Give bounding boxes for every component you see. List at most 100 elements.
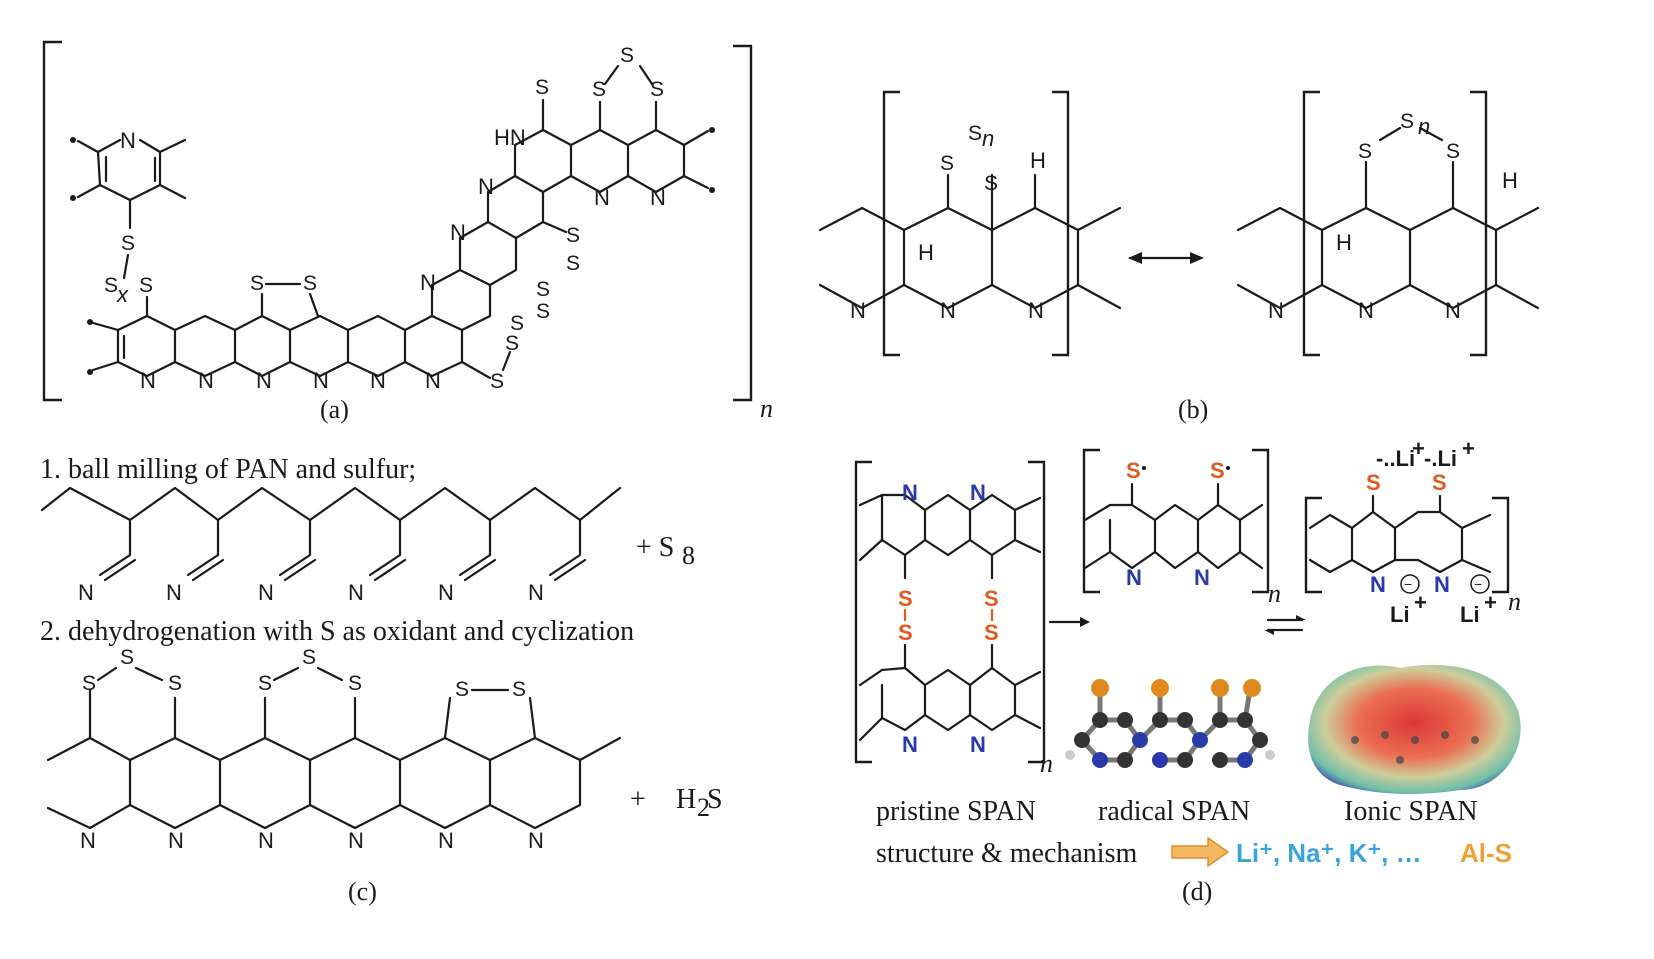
svg-text:+: + xyxy=(1414,590,1427,615)
svg-text:N: N xyxy=(650,185,666,210)
svg-text:-..Li: -..Li xyxy=(1376,446,1415,471)
svg-text:N: N xyxy=(1445,298,1461,323)
mechanism-label: structure & mechanism xyxy=(876,838,1137,869)
svg-text:n: n xyxy=(1508,587,1521,616)
svg-text:N: N xyxy=(420,270,436,295)
panel-d-label: (d) xyxy=(1182,877,1212,906)
svg-text:S: S xyxy=(1366,470,1381,495)
svg-text:+: + xyxy=(1412,436,1425,461)
pyridine-pendant: N S S x S xyxy=(70,128,187,318)
lower-ladder-chain: N N N N N N S S S S xyxy=(87,272,519,393)
svg-text:S: S xyxy=(139,274,153,297)
svg-text:n: n xyxy=(1268,579,1281,608)
svg-text:N: N xyxy=(528,580,544,605)
svg-text:N: N xyxy=(1194,565,1210,590)
svg-text:S: S xyxy=(510,312,524,335)
svg-text:-.Li: -.Li xyxy=(1424,446,1457,471)
right-bracket-a xyxy=(733,44,753,402)
svg-text:N: N xyxy=(1028,298,1044,323)
svg-text:Li: Li xyxy=(1390,602,1410,627)
panel-c-label: (c) xyxy=(348,877,377,906)
svg-text:+: + xyxy=(630,784,646,815)
orange-arrow-icon xyxy=(1171,836,1230,868)
svg-text:N: N xyxy=(198,368,214,393)
svg-text:N: N xyxy=(78,580,94,605)
svg-text:S: S xyxy=(168,672,182,695)
svg-text:S: S xyxy=(898,586,913,611)
pristine-span-structure: N N S S S S N N n xyxy=(854,460,1053,778)
al-s-text: Al-S xyxy=(1460,838,1512,868)
svg-text:S: S xyxy=(707,784,723,815)
svg-text:N: N xyxy=(1126,565,1142,590)
svg-text:S: S xyxy=(536,300,550,323)
ionic-span-structure: S S -..Li -.Li + + N N − − Li + Li + n xyxy=(1304,436,1521,627)
svg-text:S: S xyxy=(566,224,580,247)
svg-text:S: S xyxy=(348,672,362,695)
svg-text:S: S xyxy=(104,274,118,297)
svg-text:S: S xyxy=(303,272,317,295)
svg-text:N: N xyxy=(850,298,866,323)
svg-text:N: N xyxy=(940,298,956,323)
svg-text:S: S xyxy=(250,272,264,295)
svg-text:+: + xyxy=(1462,436,1475,461)
step2-text: 2. dehydrogenation with S as oxidant and… xyxy=(40,616,634,647)
svg-text:S: S xyxy=(302,646,316,669)
svg-text:S: S xyxy=(984,586,999,611)
svg-text:S: S xyxy=(1432,470,1447,495)
panel-b: S S n S H H N N N S S n S H H N N N (b) xyxy=(818,90,1540,424)
svg-text:S: S xyxy=(505,332,519,355)
svg-text:S: S xyxy=(620,44,634,67)
svg-text:n: n xyxy=(1040,749,1053,778)
svg-text:N: N xyxy=(438,828,454,853)
svg-text:−: − xyxy=(1404,576,1412,592)
svg-text:N: N xyxy=(902,732,918,757)
svg-text:S: S xyxy=(898,620,913,645)
ionic-span-label: Ionic SPAN xyxy=(1344,796,1478,827)
svg-text:N: N xyxy=(348,580,364,605)
svg-text:N: N xyxy=(970,480,986,505)
panel-d: N N S S S S N N n S S N N xyxy=(854,436,1521,906)
svg-text:S: S xyxy=(984,620,999,645)
electrostatic-surface-model xyxy=(1308,664,1521,795)
svg-text:N: N xyxy=(370,368,386,393)
svg-text:H: H xyxy=(676,784,696,815)
svg-text:N: N xyxy=(594,185,610,210)
svg-text:N: N xyxy=(166,580,182,605)
rising-ladder: N N N HN S N N S S S S S S S S xyxy=(420,44,715,335)
ball-stick-model xyxy=(1065,679,1275,768)
svg-text:+ S: + S xyxy=(636,532,674,563)
svg-text:N: N xyxy=(438,580,454,605)
panel-a: n N S S x S N N N N xyxy=(42,40,773,424)
left-bracket-a xyxy=(42,40,62,402)
panel-c: 1. ball milling of PAN and sulfur; N N N… xyxy=(40,454,723,906)
svg-text:N: N xyxy=(1358,298,1374,323)
radical-span-structure: S S N N n xyxy=(1082,448,1281,608)
svg-text:S: S xyxy=(1358,140,1372,163)
svg-text:H: H xyxy=(918,240,934,265)
svg-text:−: − xyxy=(1474,576,1482,592)
svg-text:N: N xyxy=(478,174,494,199)
svg-text:S: S xyxy=(258,672,272,695)
pristine-span-label: pristine SPAN xyxy=(876,796,1036,827)
svg-text:x: x xyxy=(116,282,129,307)
svg-text:S: S xyxy=(1400,110,1414,133)
svg-text:S: S xyxy=(1210,458,1225,483)
svg-text:S: S xyxy=(592,78,606,101)
svg-text:n: n xyxy=(1418,114,1430,139)
svg-text:N: N xyxy=(140,368,156,393)
svg-text:S: S xyxy=(82,672,96,695)
n-subscript-a: n xyxy=(760,394,773,423)
svg-text:S: S xyxy=(512,678,526,701)
svg-text:N: N xyxy=(258,828,274,853)
svg-text:N: N xyxy=(256,368,272,393)
svg-text:N: N xyxy=(80,828,96,853)
radical-span-label: radical SPAN xyxy=(1098,796,1250,827)
svg-text:S: S xyxy=(536,278,550,301)
svg-text:2: 2 xyxy=(697,793,710,822)
svg-text:S: S xyxy=(1446,140,1460,163)
svg-text:S: S xyxy=(120,646,134,669)
svg-text:S: S xyxy=(1126,458,1141,483)
pan-backbone xyxy=(40,486,622,522)
svg-text:H: H xyxy=(1336,230,1352,255)
svg-text:N: N xyxy=(450,220,466,245)
